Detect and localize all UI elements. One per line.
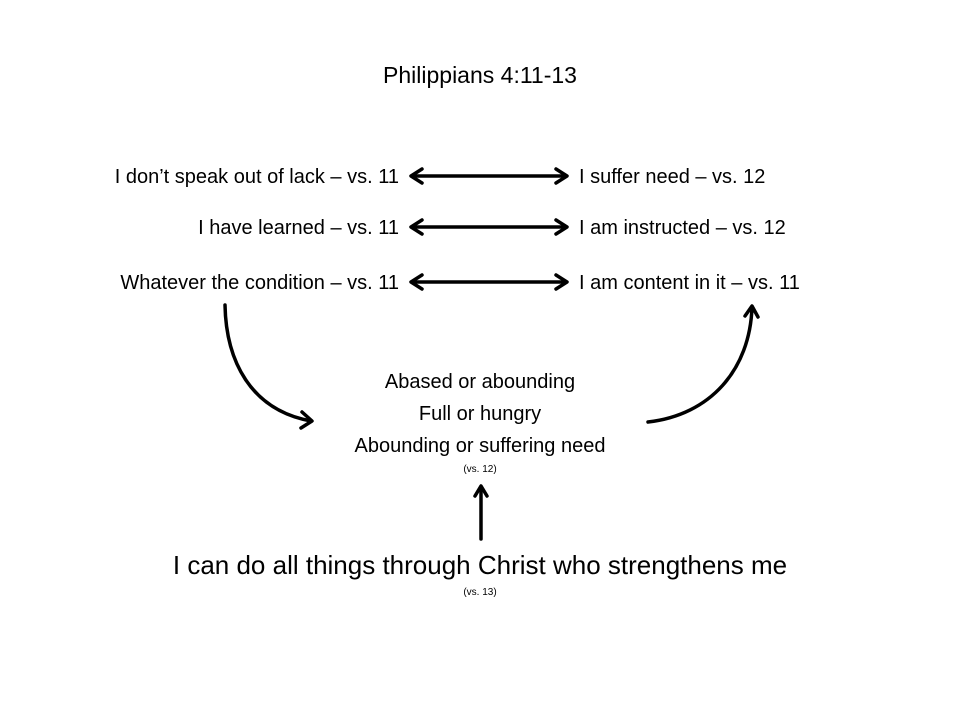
condition-reference: (vs. 12)	[463, 464, 497, 475]
double-arrow-3-icon	[409, 273, 569, 291]
foundation-reference: (vs. 13)	[463, 587, 497, 598]
arrow-up-icon	[473, 484, 489, 541]
double-arrow-2-icon	[409, 218, 569, 236]
condition-line-3: Abounding or suffering need	[354, 435, 606, 457]
condition-line-1: Abased or abounding	[384, 371, 576, 393]
pair-right-2: I am instructed – vs. 12	[579, 217, 786, 239]
double-arrow-1-icon	[409, 167, 569, 185]
pair-right-1: I suffer need – vs. 12	[579, 166, 766, 188]
pair-left-1: I don’t speak out of lack – vs. 11	[114, 166, 399, 188]
foundation-text: I can do all things through Christ who s…	[172, 550, 788, 580]
diagram-title: Philippians 4:11-13	[383, 62, 577, 88]
pair-right-3: I am content in it – vs. 11	[579, 272, 800, 294]
condition-line-2: Full or hungry	[418, 403, 542, 425]
pair-left-3: Whatever the condition – vs. 11	[120, 272, 399, 294]
pair-left-2: I have learned – vs. 11	[198, 217, 399, 239]
